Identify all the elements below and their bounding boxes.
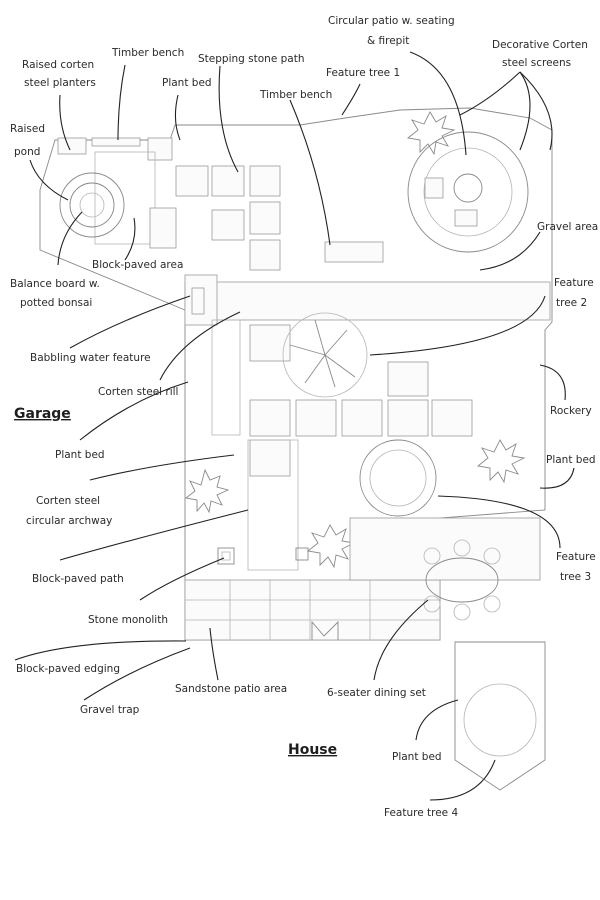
timber-bench-mid xyxy=(324,241,384,263)
central-paving xyxy=(249,324,473,477)
label-garage: Garage xyxy=(14,406,71,422)
label-corten-archway-1: Corten steel xyxy=(36,495,100,507)
label-raised-corten-planters-2: steel planters xyxy=(24,77,96,89)
label-circular-patio-1: Circular patio w. seating xyxy=(328,15,455,27)
raised-planter-right xyxy=(147,137,173,161)
stepping-stone-path xyxy=(175,165,281,271)
plant-bed-bottom xyxy=(454,641,546,791)
block-paved-path xyxy=(247,439,299,571)
label-corten-archway-2: circular archway xyxy=(26,515,112,527)
label-feature-tree-1: Feature tree 1 xyxy=(326,67,400,79)
raised-pond xyxy=(59,172,125,238)
corten-steel-rill xyxy=(184,281,551,321)
label-timber-bench-mid: Timber bench xyxy=(259,89,332,101)
label-raised-pond-2: pond xyxy=(14,146,40,158)
label-feature-tree-2-1: Feature xyxy=(554,277,594,289)
garden-drawing xyxy=(39,107,553,791)
label-balance-board-2: potted bonsai xyxy=(20,297,92,309)
block-paved-area xyxy=(94,151,156,245)
stone-monolith-2 xyxy=(295,547,309,561)
label-block-paved-edging: Block-paved edging xyxy=(16,663,120,675)
label-stepping-stone-path: Stepping stone path xyxy=(198,53,304,65)
circular-patio xyxy=(407,131,529,253)
sandstone-patio xyxy=(184,517,541,641)
rill-channel xyxy=(211,319,241,436)
label-circular-patio-2: & firepit xyxy=(367,35,409,47)
label-plant-bed-bottom: Plant bed xyxy=(392,751,442,763)
label-corten-steel-rill: Corten steel rill xyxy=(98,386,178,398)
label-gravel-trap: Gravel trap xyxy=(80,704,140,716)
label-house: House xyxy=(288,742,337,758)
label-rockery: Rockery xyxy=(550,405,592,417)
label-block-paved-path: Block-paved path xyxy=(32,573,124,585)
label-decorative-corten-screens-2: steel screens xyxy=(502,57,571,69)
label-feature-tree-2-2: tree 2 xyxy=(556,297,587,309)
label-feature-tree-3-2: tree 3 xyxy=(560,571,591,583)
corten-archway xyxy=(311,620,339,640)
label-dining-set: 6-seater dining set xyxy=(327,687,426,699)
rockery-plant xyxy=(476,439,526,484)
feature-tree-4 xyxy=(463,683,537,757)
feature-tree-2 xyxy=(282,312,368,398)
label-raised-corten-planters-1: Raised corten xyxy=(22,59,94,71)
dining-set xyxy=(423,539,501,621)
label-block-paved-area: Block-paved area xyxy=(92,259,183,271)
label-sandstone-patio: Sandstone patio area xyxy=(175,683,287,695)
label-babbling-water-feature: Babbling water feature xyxy=(30,352,151,364)
timber-bench-top xyxy=(91,137,141,147)
plant-bed-shrub xyxy=(184,468,230,514)
raised-planter-lower xyxy=(149,207,177,249)
label-balance-board-1: Balance board w. xyxy=(10,278,100,290)
plant-bed-shrub-2 xyxy=(306,524,356,569)
stone-monolith xyxy=(217,547,235,565)
label-feature-tree-4: Feature tree 4 xyxy=(384,807,458,819)
label-stone-monolith: Stone monolith xyxy=(88,614,168,626)
labels: Raised corten steel planters Timber benc… xyxy=(10,15,598,819)
raised-planter-top xyxy=(57,137,87,155)
label-gravel-area: Gravel area xyxy=(537,221,598,233)
label-feature-tree-3-1: Feature xyxy=(556,551,596,563)
label-timber-bench-top: Timber bench xyxy=(111,47,184,59)
label-decorative-corten-screens-1: Decorative Corten xyxy=(492,39,588,51)
label-plant-bed-top: Plant bed xyxy=(162,77,212,89)
label-raised-pond-1: Raised xyxy=(10,123,45,135)
feature-tree-1 xyxy=(406,111,456,156)
label-plant-bed-left: Plant bed xyxy=(55,449,105,461)
label-plant-bed-right: Plant bed xyxy=(546,454,596,466)
leader-lines xyxy=(14,51,575,801)
feature-tree-3 xyxy=(359,439,437,517)
